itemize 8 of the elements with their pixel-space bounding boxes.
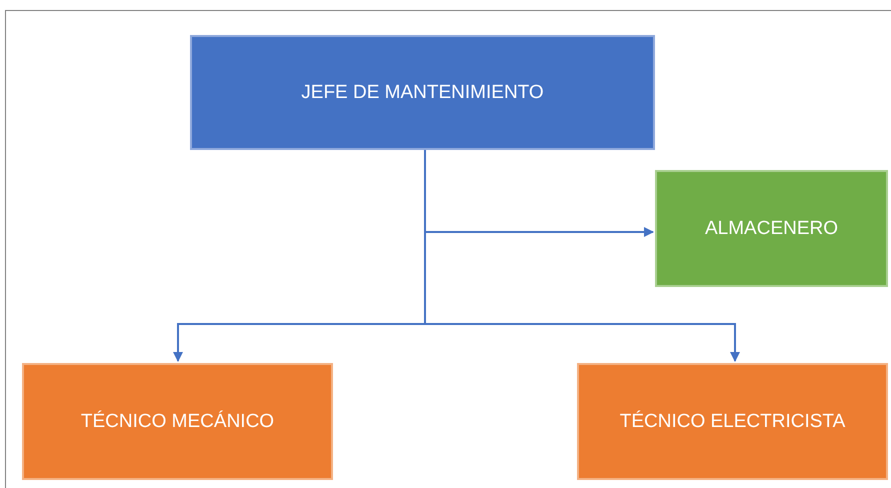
role-title: JEFE DE MANTENIMIENTO (300, 82, 545, 104)
role-title: TÉCNICO ELECTRICISTA (618, 410, 846, 432)
role-box (22, 363, 333, 480)
role-box (655, 170, 888, 287)
role-box (577, 363, 888, 480)
role-title: ALMACENERO (704, 218, 840, 240)
role-box (190, 35, 655, 150)
role-title: TÉCNICO MECÁNICO (80, 410, 276, 432)
